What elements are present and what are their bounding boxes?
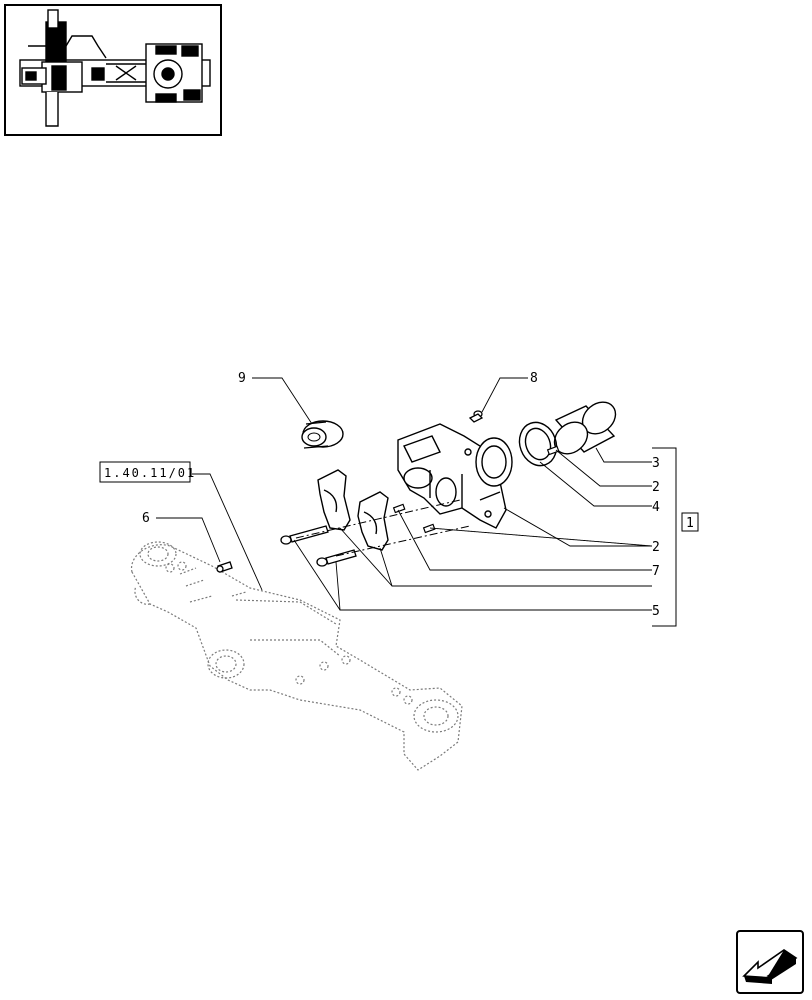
callout-4: 4 [652, 500, 660, 515]
reference-label: 1.40.11/01 [104, 466, 196, 480]
axle-housing-phantom [130, 541, 463, 771]
group-box[interactable]: 1 [681, 512, 699, 532]
pin-part-2a[interactable] [546, 445, 560, 456]
back-navigation-button[interactable] [736, 930, 804, 994]
bearing-cap-right[interactable] [357, 491, 389, 551]
callout-7: 7 [652, 564, 660, 579]
callout-5: 5 [652, 604, 660, 619]
assembly-axis-line [295, 499, 461, 539]
pin-part-6[interactable] [216, 561, 233, 573]
seal-ring-part-9[interactable] [301, 420, 344, 449]
leader-lines [156, 377, 653, 611]
bearing-cap-left[interactable] [317, 469, 351, 531]
reference-box[interactable]: 1.40.11/01 [99, 461, 196, 483]
callout-3: 3 [652, 456, 660, 471]
bushing-part-3[interactable] [548, 396, 622, 461]
callout-9: 9 [238, 371, 246, 386]
callout-2-lower: 2 [652, 540, 660, 555]
bolt-part-5a[interactable] [280, 525, 329, 545]
o-ring-part-4[interactable] [514, 417, 563, 471]
axle-thumbnail-icon [19, 9, 211, 127]
arrow-back-icon [742, 949, 798, 984]
pin-part-2b[interactable] [422, 523, 436, 534]
callout-2-upper: 2 [652, 480, 660, 495]
support-housing[interactable] [397, 423, 513, 529]
group-box-label: 1 [686, 516, 694, 531]
assembly-axis-line-2 [335, 525, 471, 557]
axle-thumbnail[interactable] [4, 4, 222, 136]
callout-6: 6 [142, 511, 150, 526]
screw-part-8[interactable] [468, 410, 484, 423]
pin-part-7[interactable] [392, 503, 406, 514]
callout-8: 8 [530, 371, 538, 386]
group-bracket [652, 447, 677, 627]
